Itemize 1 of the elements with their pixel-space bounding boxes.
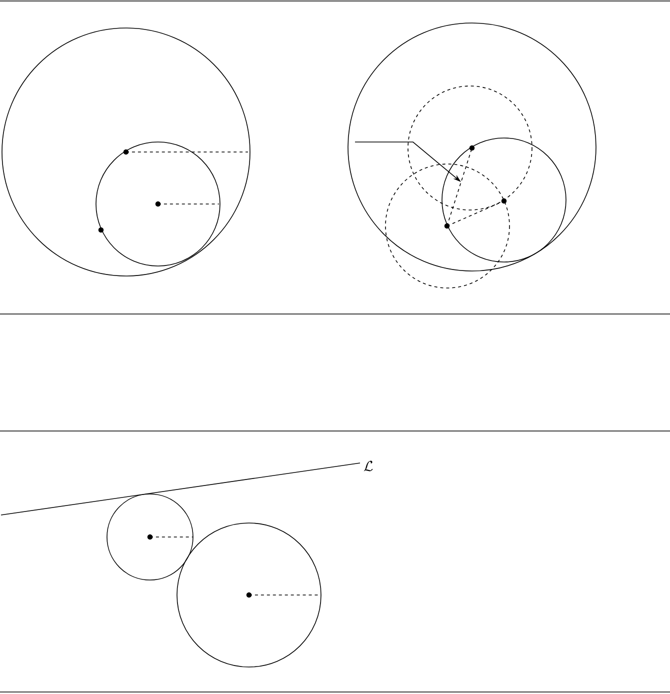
line-label: $\mathcal{L}$ [364, 460, 373, 472]
